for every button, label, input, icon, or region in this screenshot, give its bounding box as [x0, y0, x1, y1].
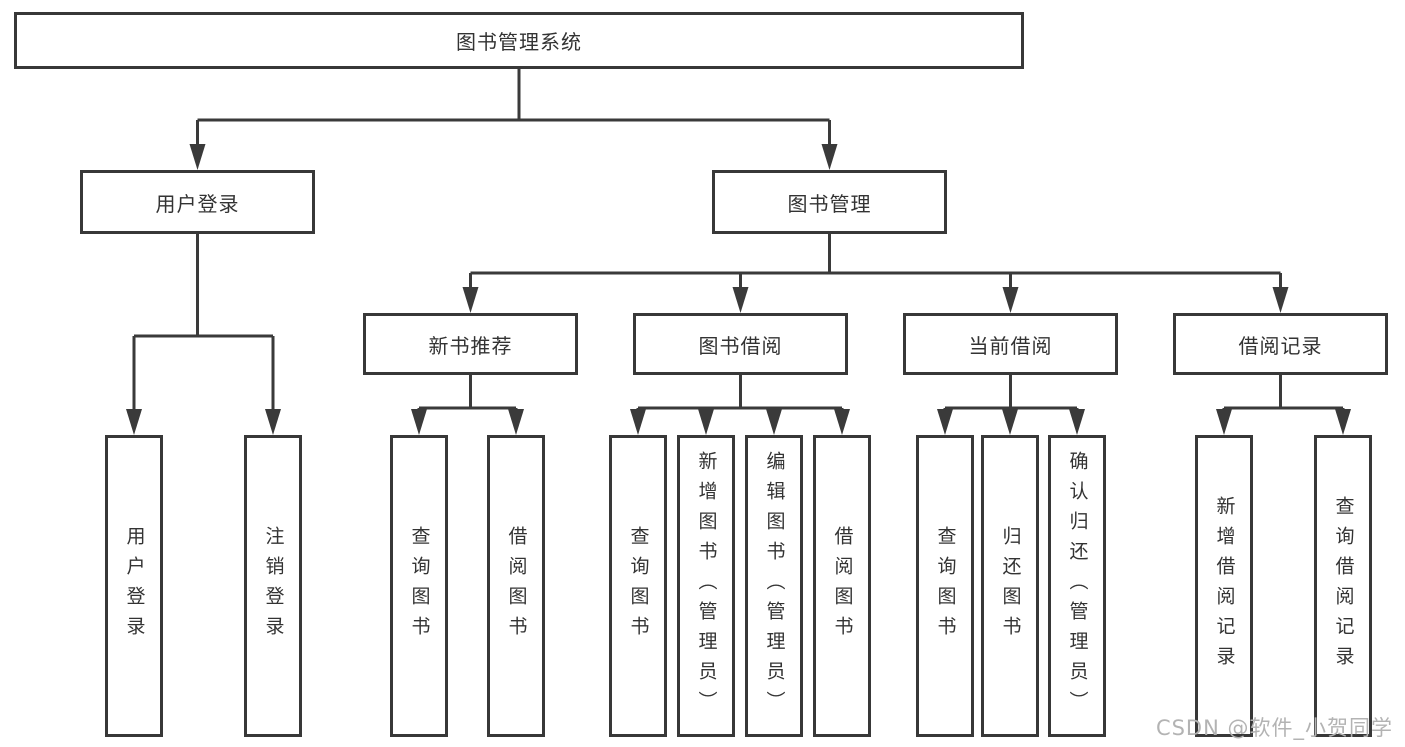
leaf-current-confirm-return-admin: 确认归还（管理员）	[1048, 435, 1106, 737]
node-current-borrow: 当前借阅	[903, 313, 1118, 375]
leaf-label: 借阅图书	[831, 526, 854, 646]
connector-borrow-to-leaves	[636, 375, 844, 415]
node-label: 借阅记录	[1238, 333, 1323, 358]
connector-root-to-level2	[196, 69, 831, 150]
node-label: 图书管理系统	[456, 30, 582, 54]
node-label: 用户登录	[155, 191, 240, 216]
arrowhead-borrow	[732, 287, 749, 313]
leaf-recommend-query-book: 查询图书	[390, 435, 448, 737]
node-book-borrow: 图书借阅	[633, 313, 848, 375]
connector-login-to-leaves	[132, 234, 275, 415]
leaf-borrow-edit-book-admin: 编辑图书（管理员）	[745, 435, 803, 737]
arrowhead-recd-leaf-1	[1335, 409, 1351, 435]
connector-recommend-to-leaves	[417, 375, 518, 415]
leaf-label: 新增图书（管理员）	[695, 451, 718, 721]
leaf-borrow-add-book-admin: 新增图书（管理员）	[677, 435, 735, 737]
node-borrow-records: 借阅记录	[1173, 313, 1388, 375]
leaf-label: 查询借阅记录	[1332, 496, 1355, 676]
leaf-label: 注销登录	[262, 526, 285, 646]
arrowhead-login	[189, 144, 206, 170]
arrowhead-login-leaf-0	[126, 409, 142, 435]
leaf-label: 归还图书	[999, 526, 1022, 646]
leaf-label: 查询图书	[408, 526, 431, 646]
arrowhead-bor-leaf-2	[766, 409, 782, 435]
arrowhead-login-leaf-1	[265, 409, 281, 435]
arrowhead-cur-leaf-1	[1002, 409, 1018, 435]
arrowhead-cur-leaf-0	[937, 409, 953, 435]
node-user-login: 用户登录	[80, 170, 315, 234]
node-label: 当前借阅	[968, 333, 1053, 358]
arrowhead-bor-leaf-1	[698, 409, 714, 435]
leaf-label: 用户登录	[123, 526, 146, 646]
arrowhead-bor-leaf-3	[834, 409, 850, 435]
node-label: 图书借阅	[698, 333, 783, 358]
arrowhead-cur-leaf-2	[1069, 409, 1085, 435]
leaf-label: 查询图书	[934, 526, 957, 646]
leaf-logout: 注销登录	[244, 435, 302, 737]
connector-current-to-leaves	[943, 375, 1079, 415]
arrowhead-recd-leaf-0	[1216, 409, 1232, 435]
leaf-current-return-book: 归还图书	[981, 435, 1039, 737]
arrowhead-rec-leaf-0	[411, 409, 427, 435]
leaf-borrow-borrow-book: 借阅图书	[813, 435, 871, 737]
node-label: 新书推荐	[428, 333, 513, 358]
arrowhead-current	[1002, 287, 1019, 313]
node-label: 图书管理	[787, 191, 872, 216]
leaf-current-query-book: 查询图书	[916, 435, 974, 737]
arrowhead-records	[1272, 287, 1289, 313]
watermark: CSDN @软件_小贺同学	[1155, 716, 1393, 740]
leaf-records-add-record: 新增借阅记录	[1195, 435, 1253, 737]
leaf-borrow-query-book: 查询图书	[609, 435, 667, 737]
arrowhead-recommend	[462, 287, 479, 313]
arrowhead-bor-leaf-0	[630, 409, 646, 435]
leaf-label: 确认归还（管理员）	[1066, 451, 1089, 721]
node-library-management-system: 图书管理系统	[14, 12, 1024, 69]
leaf-recommend-borrow-book: 借阅图书	[487, 435, 545, 737]
connector-management-to-level3	[469, 234, 1282, 290]
arrowhead-management	[821, 144, 838, 170]
leaf-label: 借阅图书	[505, 526, 528, 646]
leaf-label: 查询图书	[627, 526, 650, 646]
leaf-label: 编辑图书（管理员）	[763, 451, 786, 721]
leaf-user-login: 用户登录	[105, 435, 163, 737]
leaf-label: 新增借阅记录	[1213, 496, 1236, 676]
arrowhead-rec-leaf-1	[508, 409, 524, 435]
node-book-management: 图书管理	[712, 170, 947, 234]
connector-records-to-leaves	[1222, 375, 1345, 415]
node-new-book-recommend: 新书推荐	[363, 313, 578, 375]
leaf-records-query-record: 查询借阅记录	[1314, 435, 1372, 737]
